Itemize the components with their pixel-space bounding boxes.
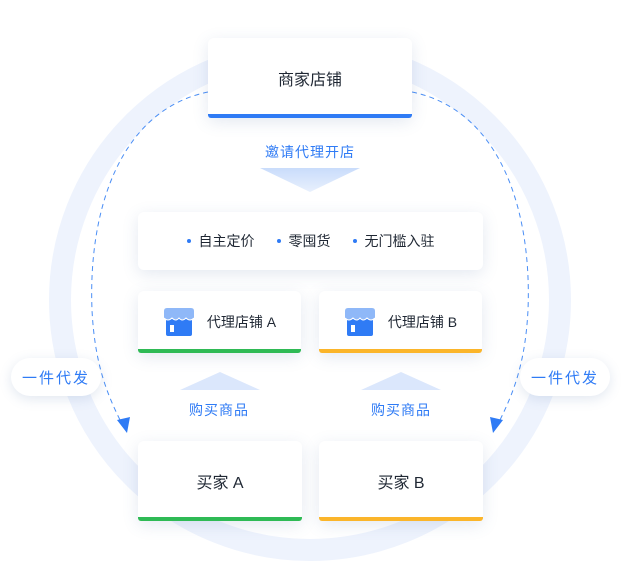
buyer-card-b: 买家 B — [319, 441, 483, 521]
dropship-label: 一件代发 — [21, 369, 90, 387]
agent-store-label: 代理店铺 B — [387, 314, 458, 330]
feature-label: 无门槛入驻 — [364, 233, 435, 249]
buy-goods-label-b: 购买商品 — [371, 402, 431, 418]
bullet-dot — [186, 239, 191, 243]
storefront-icon — [344, 307, 376, 337]
up-chevron-a — [180, 372, 260, 390]
feature-label: 零囤货 — [288, 233, 331, 249]
merchant-store-card: 商家店铺 — [208, 38, 412, 118]
arrowhead-right — [490, 417, 503, 433]
buyer-card-a: 买家 A — [138, 441, 302, 521]
buyer-label: 买家 A — [196, 475, 244, 492]
dashed-flow-left — [91, 91, 209, 429]
storefront-icon — [163, 307, 195, 337]
dashed-flow-right — [411, 91, 529, 429]
agent-store-card-a: 代理店铺 A — [138, 291, 301, 353]
dropship-label: 一件代发 — [530, 369, 599, 387]
bullet-dot — [276, 239, 281, 243]
bullet-dot — [352, 239, 357, 243]
buyer-card-accent-bar — [319, 517, 483, 521]
up-chevron-b — [361, 372, 441, 390]
background-ring — [49, 39, 571, 561]
merchant-store-label: 商家店铺 — [277, 72, 342, 89]
feature-item: 自主定价 — [186, 231, 255, 251]
agent-store-label: 代理店铺 A — [206, 314, 277, 330]
invite-agent-label: 邀请代理开店 — [265, 144, 355, 160]
features-card: 自主定价 零囤货 无门槛入驻 — [138, 212, 483, 270]
buy-goods-label-a: 购买商品 — [189, 402, 249, 418]
agent-card-accent-bar — [138, 349, 301, 353]
dropship-pill-left: 一件代发 — [11, 358, 101, 396]
arrowhead-left — [117, 417, 130, 433]
feature-label: 自主定价 — [198, 233, 255, 249]
merchant-card-accent-bar — [208, 114, 412, 118]
buyer-label: 买家 B — [377, 475, 425, 492]
buyer-card-accent-bar — [138, 517, 302, 521]
feature-item: 零囤货 — [276, 231, 331, 251]
down-chevron — [260, 168, 360, 192]
agent-store-card-b: 代理店铺 B — [319, 291, 482, 353]
agent-card-accent-bar — [319, 349, 482, 353]
dropship-pill-right: 一件代发 — [520, 358, 610, 396]
feature-item: 无门槛入驻 — [352, 231, 435, 251]
